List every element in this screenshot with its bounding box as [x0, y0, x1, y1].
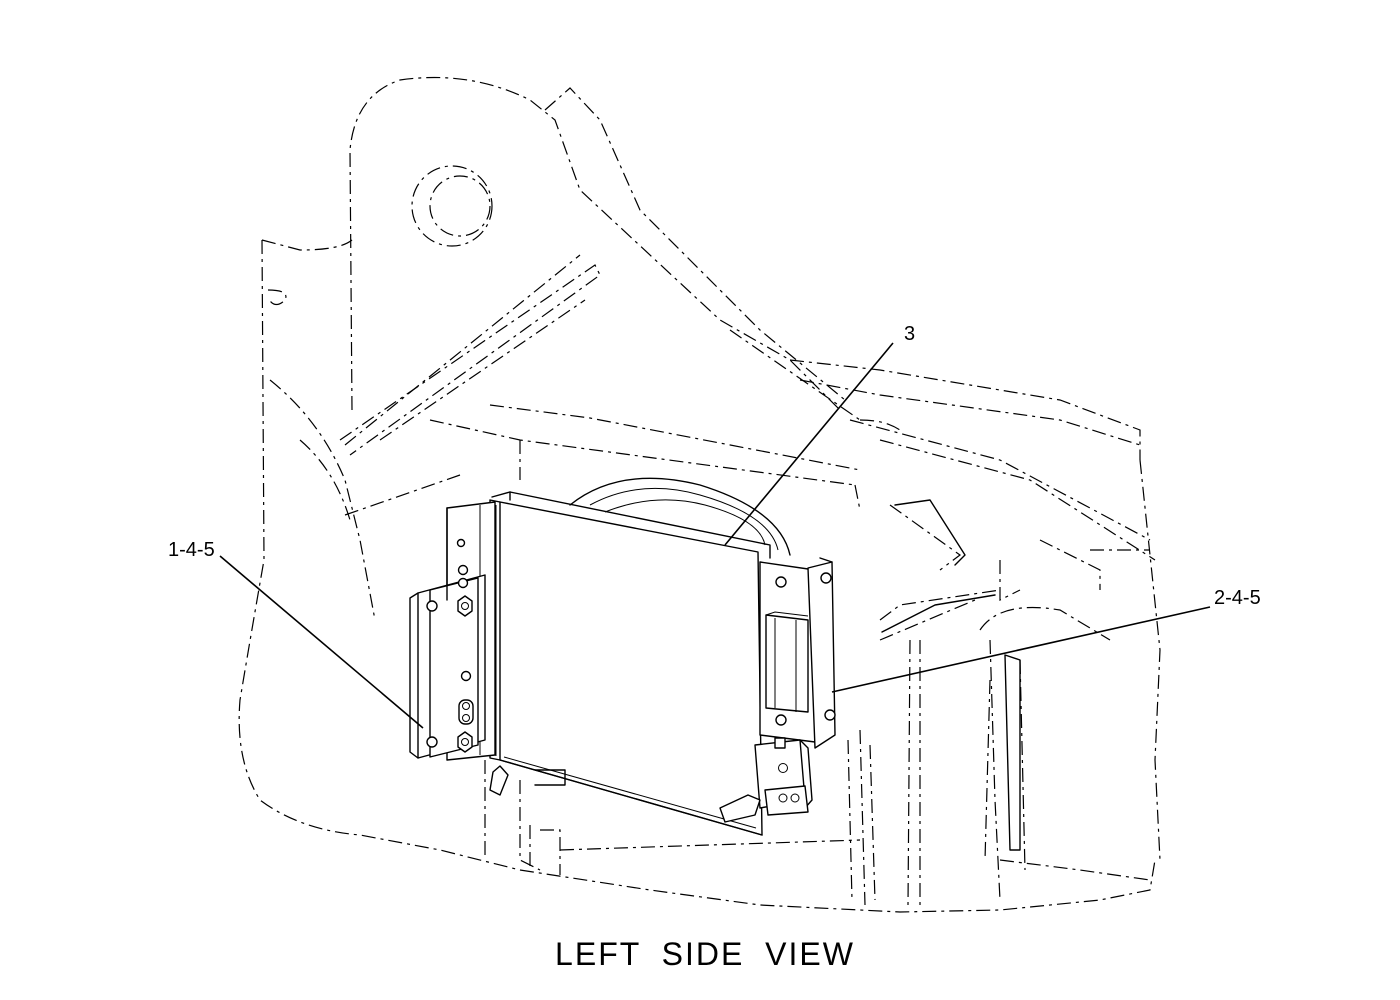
- right-bracket: [719, 557, 836, 823]
- callout-2-4-5: 2-4-5: [1214, 587, 1261, 609]
- side-plate: [881, 499, 1021, 851]
- callout-3-group: 3: [724, 323, 915, 546]
- leader-line-3: [724, 342, 894, 546]
- leader-line-2-4-5: [831, 606, 1211, 693]
- leader-line-1-4-5: [219, 555, 424, 729]
- bolt-hex: [457, 595, 473, 753]
- callout-2-4-5-group: 2-4-5: [831, 587, 1261, 693]
- callout-3: 3: [904, 323, 915, 345]
- callout-1-4-5: 1-4-5: [168, 539, 215, 561]
- controller-module: [489, 491, 771, 836]
- phantom-frame-lines: [238, 76, 1161, 913]
- callout-1-4-5-group: 1-4-5: [168, 539, 424, 729]
- view-title: LEFT SIDE VIEW: [555, 936, 855, 972]
- rotor-disc: [569, 477, 791, 556]
- left-bracket: [409, 501, 566, 796]
